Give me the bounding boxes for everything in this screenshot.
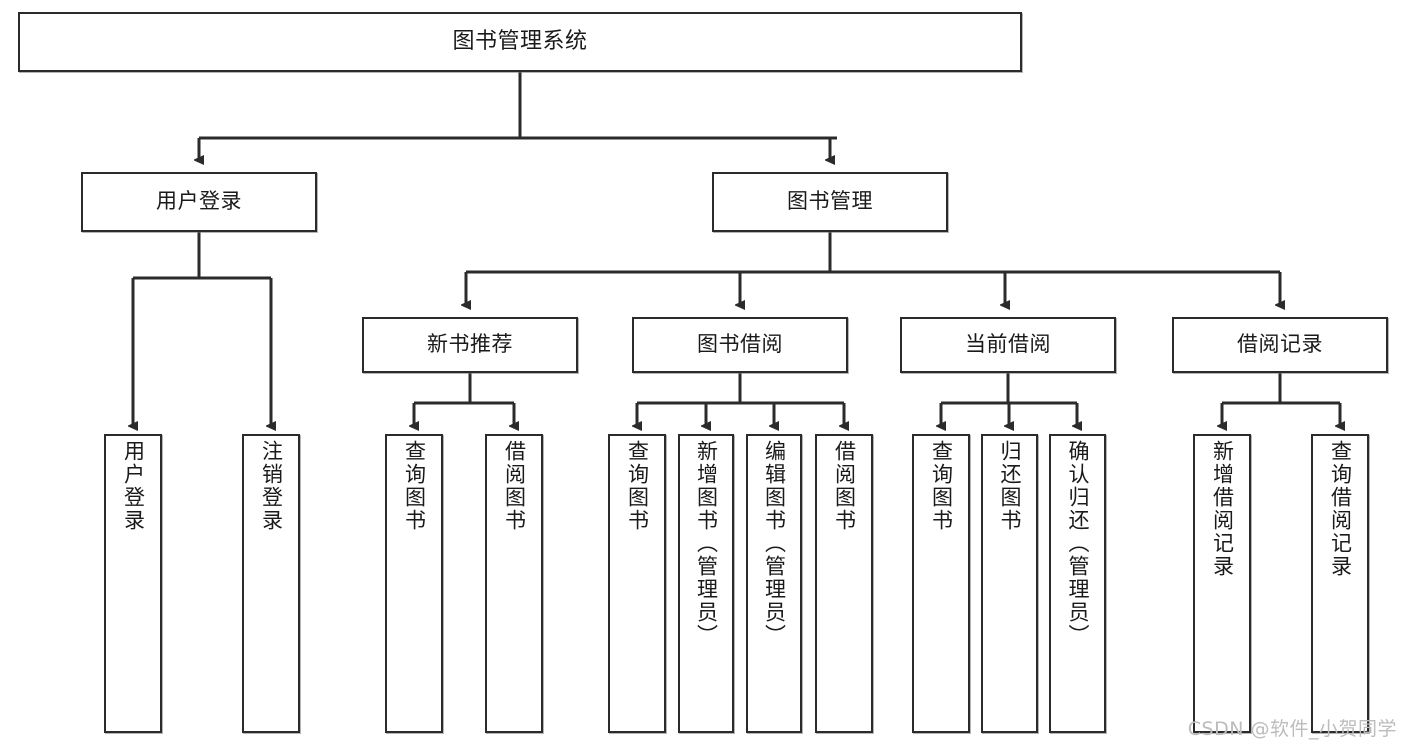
node-borrow-record-label: 借阅记录 xyxy=(1237,332,1323,357)
node-leaf-query-book-2-label: 查询图书 xyxy=(625,440,650,532)
node-current-borrow-label: 当前借阅 xyxy=(965,332,1051,357)
node-leaf-confirm-return-label: 确认归还（管理员） xyxy=(1066,440,1090,647)
node-leaf-query-book-2[interactable]: 查询图书 xyxy=(608,434,666,733)
node-user-login[interactable]: 用户登录 xyxy=(81,172,317,232)
node-leaf-add-book[interactable]: 新增图书（管理员） xyxy=(678,434,734,733)
node-leaf-query-book-1[interactable]: 查询图书 xyxy=(385,434,443,733)
node-leaf-query-record-label: 查询借阅记录 xyxy=(1328,440,1353,578)
node-root[interactable]: 图书管理系统 xyxy=(18,12,1022,72)
node-leaf-borrow-book-1-label: 借阅图书 xyxy=(502,440,527,532)
node-leaf-edit-book[interactable]: 编辑图书（管理员） xyxy=(746,434,802,733)
node-book-borrow[interactable]: 图书借阅 xyxy=(632,317,848,373)
node-new-book-recommend[interactable]: 新书推荐 xyxy=(362,317,578,373)
node-current-borrow[interactable]: 当前借阅 xyxy=(900,317,1116,373)
node-leaf-borrow-book-2-label: 借阅图书 xyxy=(832,440,857,532)
node-leaf-query-book-3-label: 查询图书 xyxy=(929,440,954,532)
node-root-label: 图书管理系统 xyxy=(452,28,588,54)
node-leaf-return-book-label: 归还图书 xyxy=(998,440,1022,532)
node-book-borrow-label: 图书借阅 xyxy=(697,332,783,357)
node-book-manage[interactable]: 图书管理 xyxy=(712,172,948,232)
node-leaf-add-record-label: 新增借阅记录 xyxy=(1210,440,1235,578)
node-leaf-borrow-book-1[interactable]: 借阅图书 xyxy=(485,434,543,733)
node-user-login-label: 用户登录 xyxy=(156,189,242,214)
node-leaf-user-login[interactable]: 用户登录 xyxy=(104,434,162,733)
node-leaf-user-logout[interactable]: 注销登录 xyxy=(242,434,300,733)
node-leaf-query-book-1-label: 查询图书 xyxy=(402,440,427,532)
node-leaf-query-book-3[interactable]: 查询图书 xyxy=(912,434,970,733)
node-leaf-confirm-return[interactable]: 确认归还（管理员） xyxy=(1049,434,1106,733)
node-borrow-record[interactable]: 借阅记录 xyxy=(1172,317,1388,373)
node-leaf-query-record[interactable]: 查询借阅记录 xyxy=(1311,434,1369,733)
node-new-book-recommend-label: 新书推荐 xyxy=(427,332,513,357)
node-leaf-return-book[interactable]: 归还图书 xyxy=(981,434,1038,733)
node-leaf-user-login-label: 用户登录 xyxy=(121,440,146,532)
node-leaf-edit-book-label: 编辑图书（管理员） xyxy=(762,440,787,647)
node-book-manage-label: 图书管理 xyxy=(787,189,873,214)
node-leaf-add-book-label: 新增图书（管理员） xyxy=(694,440,719,647)
node-leaf-borrow-book-2[interactable]: 借阅图书 xyxy=(815,434,873,733)
node-leaf-add-record[interactable]: 新增借阅记录 xyxy=(1193,434,1251,733)
node-leaf-user-logout-label: 注销登录 xyxy=(259,440,284,532)
